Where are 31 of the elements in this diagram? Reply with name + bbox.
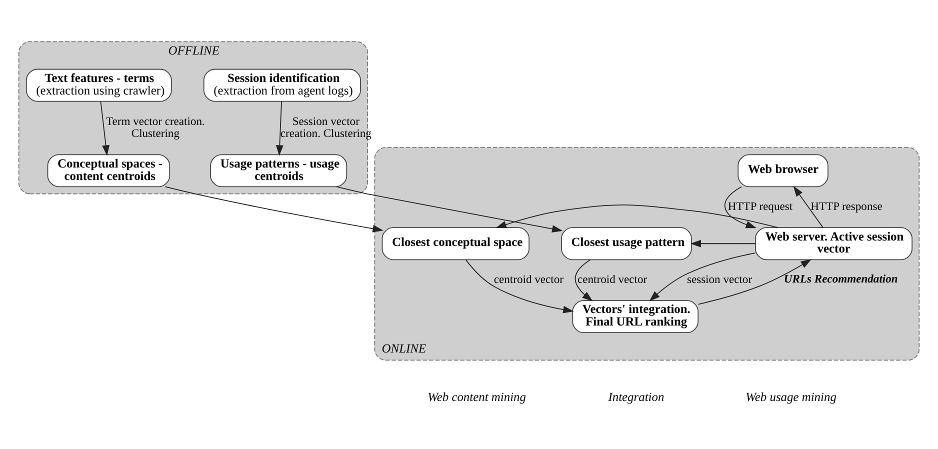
node-box: Text features - terms (extraction using crawler) [26,68,172,102]
arrow [698,259,812,305]
edge-label: HTTP response [810,200,882,214]
edge-label: Term vector creation. Clustering [106,114,205,140]
arrow [496,204,778,228]
arrow [574,259,593,302]
node-box: Web server. Active session vector [755,227,912,260]
node-box: Conceptual spaces - content centroids [47,154,170,188]
node-box: Web browser [738,154,828,188]
node-box: Session identification (extraction from agent logs) [203,68,361,102]
arrow [466,259,574,314]
arrow [336,186,563,233]
edge-label: centroid vector [494,273,564,286]
arrow [724,186,757,228]
edge-label: session vector [686,273,752,286]
arrow [276,101,284,156]
label: Web content mining [428,390,526,404]
arrow [100,101,110,156]
node-box: Closest usage pattern [561,227,692,260]
node-box: Vectors' integration. Final URL ranking [572,300,699,334]
edge-label: Session vector creation. Clustering [280,114,372,140]
node-box: Closest conceptual space [382,227,530,260]
label: Web usage mining [746,390,836,404]
arrow [690,240,756,248]
label: Integration [608,390,664,404]
arrow [649,252,756,302]
edge-label: HTTP request [728,200,793,214]
edge-label: URLs Recommendation [784,272,898,286]
edge-label: centroid vector [578,273,648,286]
node-box: Usage patterns - usage centroids [210,154,348,188]
arrow [793,186,824,228]
